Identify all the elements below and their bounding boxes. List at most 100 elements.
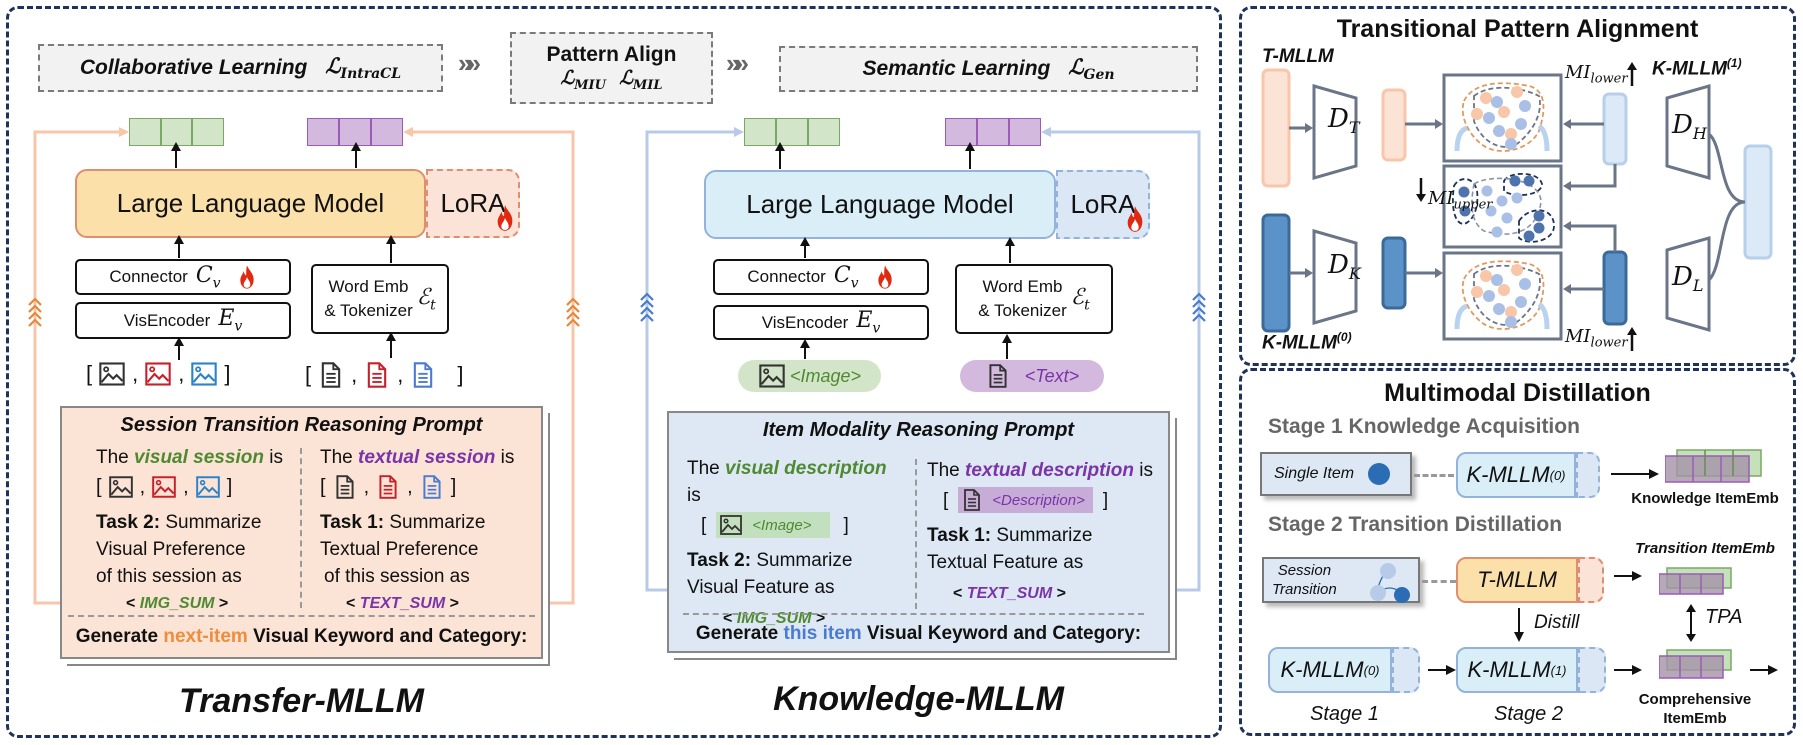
- visencoder-label: VisEncoder: [123, 310, 211, 330]
- k-mllm1-block: K-MLLM(1): [1456, 647, 1578, 693]
- visual-session-icons: [,,]: [96, 471, 296, 503]
- knowledge-mllm-title: Knowledge-MLLM: [773, 680, 1064, 718]
- session-transition-prompt: Session Transition Reasoning Prompt The …: [60, 406, 543, 659]
- wordemb-symbol: ℰt: [416, 284, 436, 314]
- arrow-up: [1005, 237, 1015, 263]
- arrow-right: [1750, 665, 1778, 675]
- d-l-encoder: [1665, 236, 1711, 332]
- loss-gen: ℒGen: [1068, 54, 1115, 84]
- lora-label: LoRA: [1070, 189, 1136, 219]
- img-sum-token: IMG_SUM: [139, 595, 215, 612]
- prompt-title: Item Modality Reasoning Prompt: [762, 419, 1075, 441]
- arrow-up: [386, 332, 396, 358]
- textual-embedding-tokens: [945, 118, 1041, 146]
- image-input-pill: <Image>: [738, 360, 881, 392]
- prompt-divider: [683, 613, 1144, 615]
- arrow-up: [965, 142, 975, 169]
- loss-intracl: ℒIntraCL: [325, 53, 402, 83]
- connector-label: Connector: [109, 267, 188, 286]
- stage1-label: Stage 1: [1310, 703, 1379, 725]
- connector-label: Connector: [747, 267, 826, 286]
- arrow-up: [800, 339, 810, 359]
- item-modality-prompt: Item Modality Reasoning Prompt The visua…: [667, 411, 1170, 653]
- connector-symbol: Cv: [833, 262, 859, 292]
- image-icon: [758, 362, 786, 390]
- h-projected-bar: [1602, 92, 1628, 166]
- lora-stub: [1392, 647, 1420, 693]
- document-icon: [363, 360, 391, 390]
- visual-embedding-tokens: [744, 118, 840, 146]
- image-icon: [195, 474, 221, 500]
- transfer-llm-block: Large Language Model: [75, 169, 426, 238]
- prompt-visual-column: The visual session is [,,] Task 2: Summa…: [96, 444, 296, 617]
- arrow-right: [1614, 665, 1642, 675]
- flame-icon: [237, 264, 257, 290]
- arrow-right: [1614, 571, 1642, 581]
- k-mllm1-label: K-MLLM(1): [1652, 56, 1742, 80]
- knowledge-word-embedding: Word Emb& Tokenizer ℰt: [955, 264, 1113, 334]
- arrow-right: [1428, 665, 1456, 675]
- loss-miu-mil: ℒMIU ℒMIL: [560, 67, 663, 93]
- visencoder-symbol: Ev: [856, 308, 881, 337]
- document-icon: [317, 360, 345, 390]
- wordemb-line2: & Tokenizer: [978, 301, 1067, 320]
- prompt-divider: [68, 615, 535, 617]
- arrow-up: [800, 237, 810, 258]
- distillation-title: Multimodal Distillation: [1384, 379, 1651, 407]
- prompt-visual-column: The visual description is [ <Image> ] Ta…: [687, 458, 887, 627]
- document-icon: [332, 473, 358, 501]
- image-chip: <Image>: [716, 512, 830, 538]
- document-icon: [419, 473, 445, 501]
- transition-graph-icon: [1370, 563, 1410, 603]
- k0-projected-bar: [1381, 236, 1407, 310]
- pattern-align-label: Pattern Align: [546, 43, 677, 67]
- d-l-label: DL: [1672, 262, 1704, 296]
- tpa-double-arrow: [1686, 604, 1696, 642]
- text-sum-token: TEXT_SUM: [966, 585, 1053, 602]
- collaborative-learning-box: Collaborative Learning ℒIntraCL: [38, 44, 443, 92]
- stage2-label: Stage 2: [1494, 703, 1563, 725]
- tpa-diagram: [1261, 62, 1773, 351]
- prompt-textual-column: The textual session is [,,] Task 1: Summ…: [320, 444, 530, 617]
- alignment-box-top: [1442, 73, 1563, 163]
- k-mllm0-feature-bar: [1261, 213, 1291, 333]
- t-mllm-label: T-MLLM: [1262, 46, 1334, 67]
- single-item-label: Single Item: [1274, 465, 1355, 482]
- text-input-pill: <Text>: [960, 360, 1104, 392]
- prompt-textual-column: The textual description is [ <Descriptio…: [927, 460, 1153, 602]
- transfer-connector: Connector Cv: [75, 259, 291, 295]
- visencoder-label: VisEncoder: [761, 312, 849, 332]
- t-mllm-feature-bar: [1261, 68, 1291, 188]
- image-icon: [718, 513, 744, 537]
- dashed-connector: [1422, 580, 1456, 583]
- stage1-header: Stage 1 Knowledge Acquisition: [1268, 415, 1580, 438]
- alignment-box-bottom: [1442, 251, 1563, 341]
- k-mllm0-label: K-MLLM(0): [1262, 330, 1352, 354]
- arrow-up: [174, 337, 184, 360]
- session-label: Session: [1277, 562, 1332, 579]
- text-sum-token: TEXT_SUM: [359, 595, 446, 612]
- textual-session-icons: [ , , ]: [305, 360, 464, 390]
- knowledge-itememb-tokens: [1665, 449, 1762, 483]
- document-icon: [375, 473, 401, 501]
- document-icon: [409, 360, 437, 390]
- comprehensive-itememb-tokens: [1659, 649, 1732, 679]
- t-projected-bar: [1381, 88, 1407, 162]
- d-t-label: DT: [1328, 104, 1360, 138]
- distill-arrow-down: [1514, 608, 1524, 642]
- wordemb-symbol: ℰt: [1070, 284, 1090, 314]
- transfer-lora-block: LoRA: [426, 169, 520, 238]
- lora-stub: [1576, 452, 1600, 498]
- lora-stub: [1578, 647, 1606, 693]
- mi-lower-bottom-label: MIlower: [1565, 326, 1628, 351]
- d-t-encoder: [1312, 84, 1358, 180]
- session-transition-box: Session Transition: [1262, 557, 1420, 603]
- flame-icon: [875, 264, 895, 290]
- transfer-mllm-title: Transfer-MLLM: [179, 682, 424, 720]
- column-divider: [915, 459, 917, 609]
- arrow-up: [171, 142, 181, 168]
- image-icon: [151, 474, 177, 500]
- d-h-label: DH: [1672, 110, 1707, 144]
- knowledge-lora-block: LoRA: [1056, 170, 1150, 239]
